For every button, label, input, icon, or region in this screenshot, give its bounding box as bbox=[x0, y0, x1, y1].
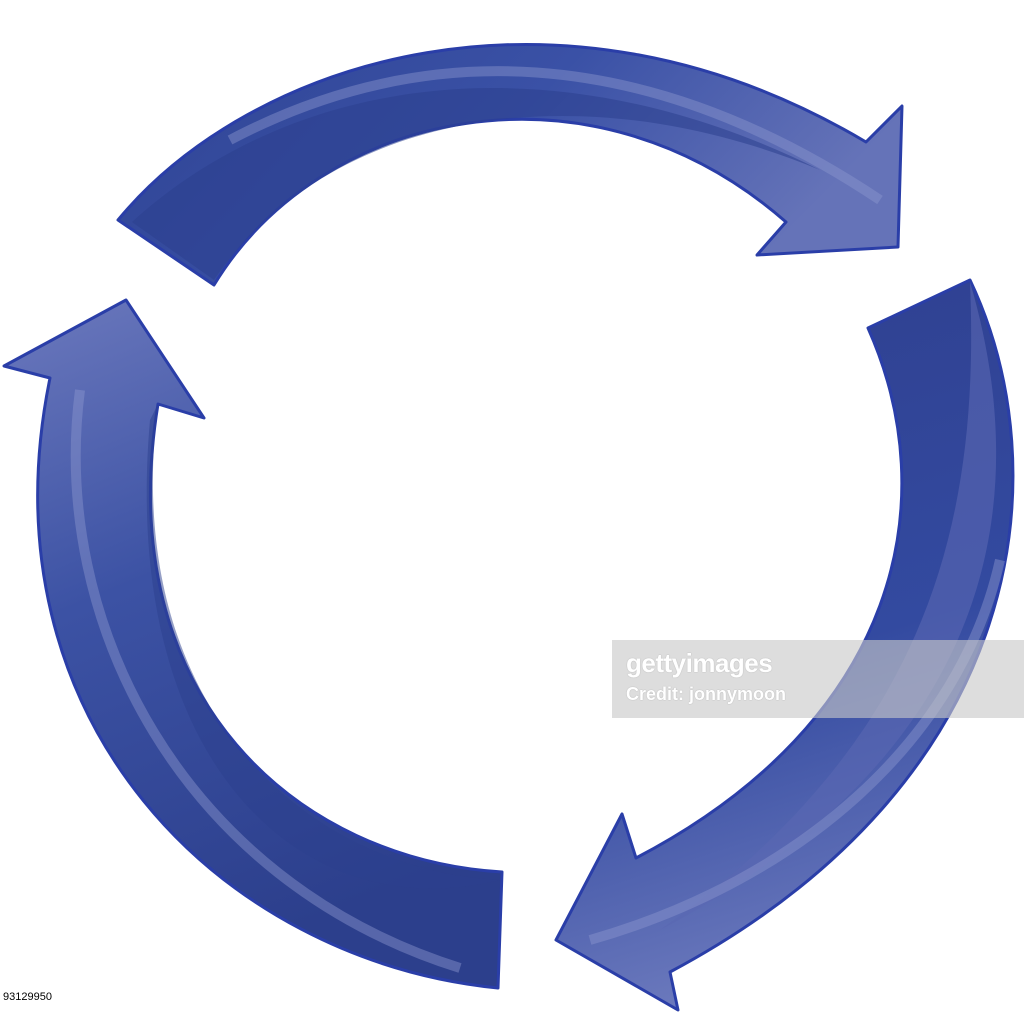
watermark-banner: gettyimages Credit: jonnymoon bbox=[612, 640, 1024, 718]
watermark-brand: gettyimages bbox=[626, 648, 773, 678]
top-arrow bbox=[116, 43, 904, 287]
image-id-label: 93129950 bbox=[2, 990, 53, 1005]
left-arrow bbox=[2, 298, 504, 990]
watermark-credit: Credit: jonnymoon bbox=[626, 684, 786, 704]
